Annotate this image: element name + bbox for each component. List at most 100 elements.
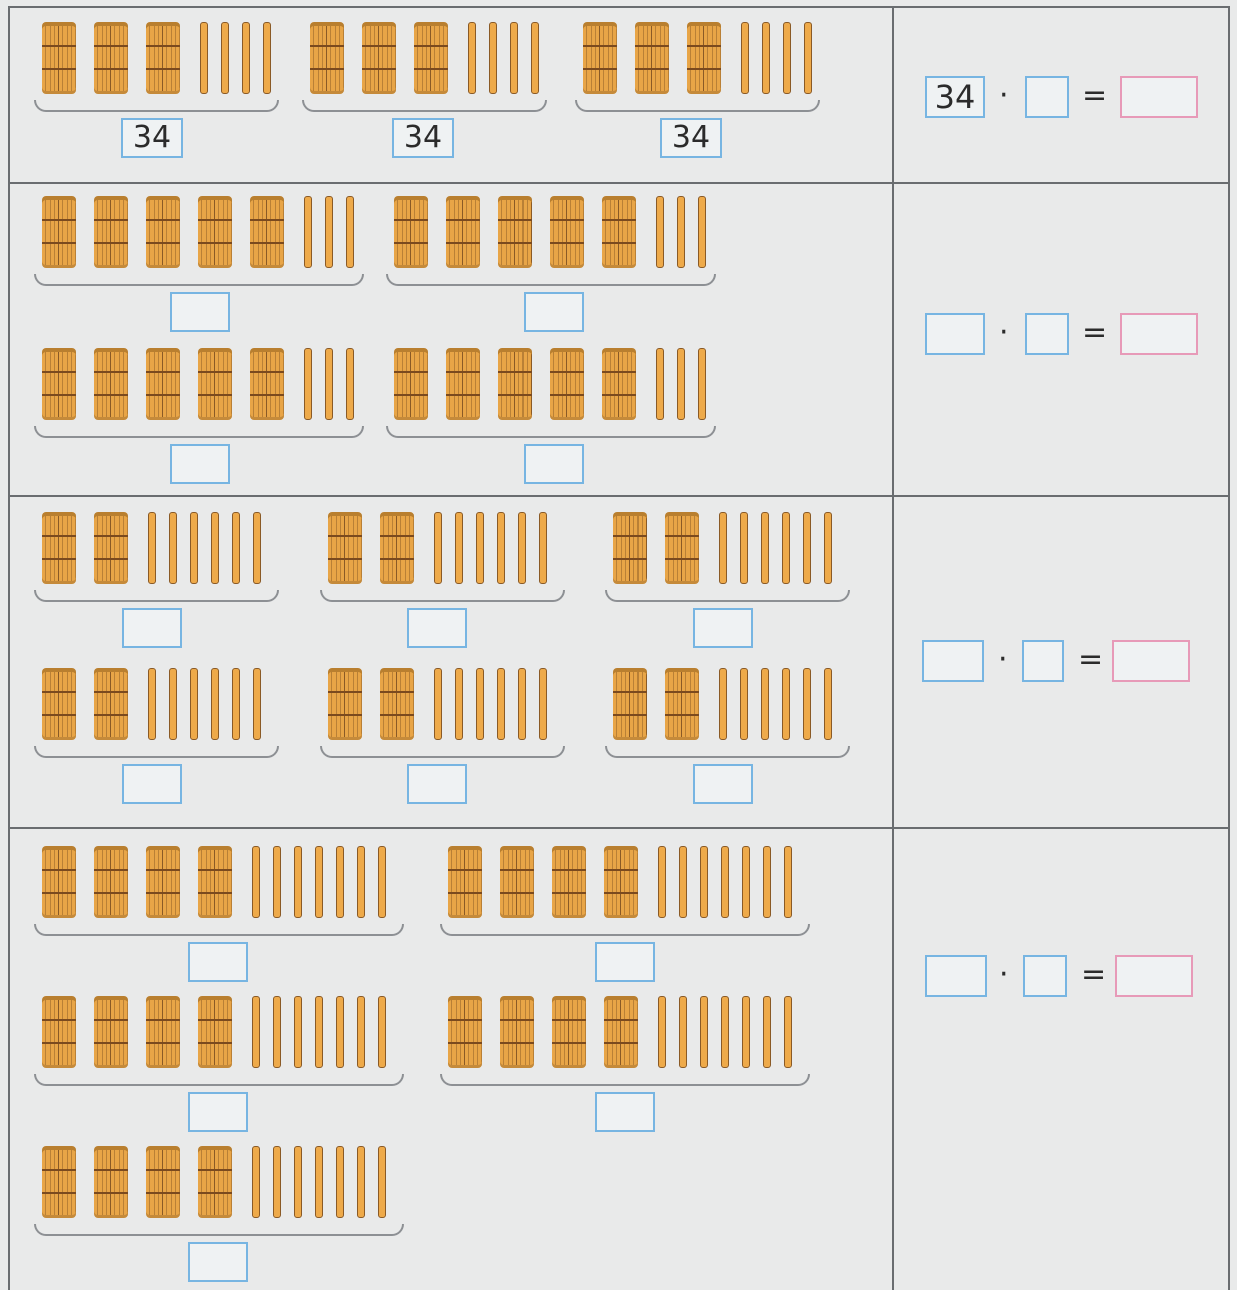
single-stick <box>761 512 769 584</box>
single-stick <box>698 348 706 420</box>
single-stick <box>489 22 497 94</box>
single-stick <box>252 846 260 918</box>
single-stick <box>304 196 312 268</box>
group-brace <box>605 746 850 758</box>
single-stick <box>656 348 664 420</box>
stick-group: 34 <box>302 22 547 94</box>
group-count-box[interactable] <box>524 444 584 484</box>
single-stick <box>742 996 750 1068</box>
multiply-sign: · <box>998 640 1008 682</box>
stick-bundle <box>310 22 344 94</box>
stick-group <box>34 512 279 584</box>
stick-group <box>34 348 364 420</box>
single-stick <box>336 996 344 1068</box>
stick-bundle <box>42 512 76 584</box>
stick-bundle <box>198 348 232 420</box>
group-count-box[interactable] <box>693 764 753 804</box>
stick-bundle <box>687 22 721 94</box>
result-box[interactable] <box>1120 313 1198 355</box>
result-box[interactable] <box>1115 955 1193 997</box>
stick-group: 34 <box>575 22 820 94</box>
stick-bundle <box>448 996 482 1068</box>
stick-bundle <box>42 996 76 1068</box>
group-count-box[interactable]: 34 <box>121 118 183 158</box>
stick-group <box>34 846 404 918</box>
group-count-box[interactable] <box>188 942 248 982</box>
operand1-box[interactable]: 34 <box>925 76 985 118</box>
group-count-box[interactable] <box>407 764 467 804</box>
operand2-box[interactable] <box>1025 313 1069 355</box>
group-brace <box>320 746 565 758</box>
equation: · = <box>925 313 1200 357</box>
stick-group <box>605 512 850 584</box>
stick-bundle <box>328 668 362 740</box>
group-count-box[interactable]: 34 <box>660 118 722 158</box>
table-border-left <box>8 6 10 1290</box>
single-stick <box>315 996 323 1068</box>
single-stick <box>700 846 708 918</box>
single-stick <box>539 512 547 584</box>
stick-group <box>386 348 716 420</box>
stick-bundle <box>146 1146 180 1218</box>
single-stick <box>294 846 302 918</box>
group-count-box[interactable] <box>122 608 182 648</box>
single-stick <box>263 22 271 94</box>
stick-bundle <box>42 846 76 918</box>
operand2-box[interactable] <box>1022 640 1064 682</box>
stick-bundle <box>198 196 232 268</box>
single-stick <box>294 996 302 1068</box>
single-stick <box>679 996 687 1068</box>
single-stick <box>169 512 177 584</box>
result-box[interactable] <box>1112 640 1190 682</box>
single-stick <box>378 1146 386 1218</box>
group-count-box[interactable] <box>693 608 753 648</box>
stick-bundle <box>380 512 414 584</box>
operand1-box[interactable] <box>925 313 985 355</box>
group-count-box[interactable] <box>188 1092 248 1132</box>
single-stick <box>242 22 250 94</box>
operand2-box[interactable] <box>1025 76 1069 118</box>
single-stick <box>148 668 156 740</box>
group-count-box[interactable] <box>170 444 230 484</box>
single-stick <box>273 846 281 918</box>
operand2-box[interactable] <box>1023 955 1067 997</box>
stick-bundle <box>604 996 638 1068</box>
result-box[interactable] <box>1120 76 1198 118</box>
single-stick <box>273 996 281 1068</box>
stick-bundle <box>552 846 586 918</box>
single-stick <box>782 668 790 740</box>
group-count-box[interactable] <box>407 608 467 648</box>
stick-group <box>386 196 716 268</box>
group-count-box[interactable] <box>188 1242 248 1282</box>
single-stick <box>518 512 526 584</box>
single-stick <box>357 996 365 1068</box>
stick-bundle <box>198 996 232 1068</box>
stick-bundle <box>328 512 362 584</box>
group-count-box[interactable] <box>595 942 655 982</box>
multiply-sign: · <box>999 955 1009 997</box>
stick-bundle <box>446 196 480 268</box>
group-count-box[interactable] <box>170 292 230 332</box>
group-count-box[interactable] <box>595 1092 655 1132</box>
group-count-box[interactable] <box>122 764 182 804</box>
single-stick <box>719 668 727 740</box>
single-stick <box>824 512 832 584</box>
stick-group: 34 <box>34 22 279 94</box>
group-brace <box>34 1074 404 1086</box>
operand1-box[interactable] <box>925 955 987 997</box>
single-stick <box>476 668 484 740</box>
stick-group <box>320 668 565 740</box>
stick-bundle <box>42 22 76 94</box>
single-stick <box>169 668 177 740</box>
stick-bundle <box>146 996 180 1068</box>
group-count-box[interactable] <box>524 292 584 332</box>
single-stick <box>336 846 344 918</box>
stick-group <box>34 668 279 740</box>
stick-group <box>34 196 364 268</box>
operand1-box[interactable] <box>922 640 984 682</box>
stick-bundle <box>613 668 647 740</box>
group-brace <box>320 590 565 602</box>
stick-bundle <box>146 22 180 94</box>
single-stick <box>539 668 547 740</box>
group-count-box[interactable]: 34 <box>392 118 454 158</box>
